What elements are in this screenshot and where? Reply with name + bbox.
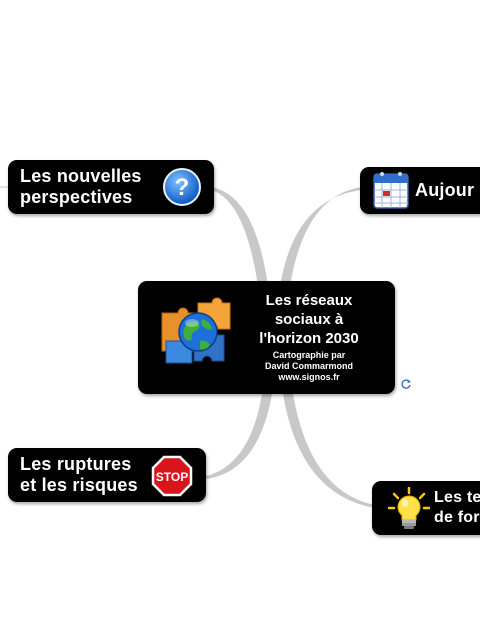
branch-label: Les te de for	[434, 489, 480, 526]
puzzle-globe-icon	[158, 297, 234, 372]
stop-sign-icon: STOP	[151, 455, 193, 502]
branch-les-te[interactable]: Les te de for	[372, 481, 480, 535]
light-bulb-icon	[387, 486, 431, 536]
branch-label: Les nouvelles perspectives	[20, 166, 142, 207]
branch-nouvelles-perspectives[interactable]: Les nouvelles perspectives ?	[8, 160, 214, 214]
branch-label: Les ruptures et les risques	[20, 454, 138, 495]
question-mark-icon: ?	[162, 167, 202, 212]
central-topic[interactable]: Les réseaux sociaux à l'horizon 2030 Car…	[138, 281, 395, 394]
connector-ruptures-risques	[206, 394, 272, 479]
central-topic-credit: Cartographie par David Commarmond www.si…	[264, 350, 353, 382]
connector-aujourdhui	[280, 187, 362, 286]
connector-nouvelles-perspectives	[211, 187, 268, 286]
branch-ruptures-risques[interactable]: Les ruptures et les risques STOP	[8, 448, 206, 502]
svg-text:STOP: STOP	[156, 470, 188, 484]
branch-label: Aujour	[415, 180, 475, 200]
branch-aujourdhui[interactable]: Aujour	[360, 167, 480, 214]
svg-text:?: ?	[175, 174, 190, 201]
connector-les-te	[283, 394, 375, 508]
calendar-icon	[372, 170, 410, 215]
central-topic-title: Les réseaux sociaux à l'horizon 2030	[259, 292, 359, 347]
refresh-icon[interactable]	[400, 377, 412, 395]
